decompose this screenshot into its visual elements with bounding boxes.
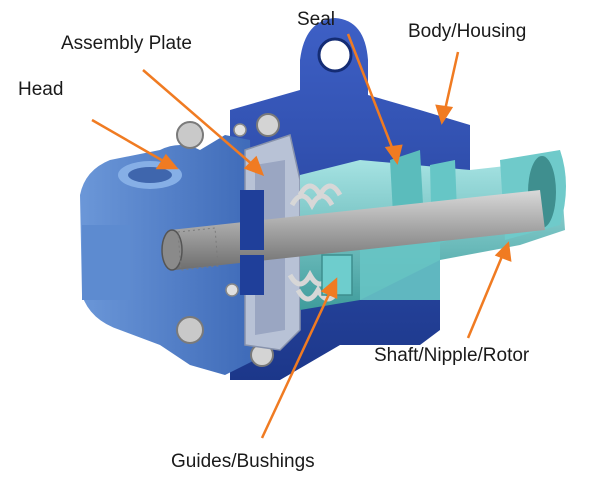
arrowhead-icon (435, 104, 454, 125)
callout-arrows (91, 33, 512, 439)
label-seal: Seal (297, 9, 336, 30)
guides-bushings-part (240, 190, 353, 296)
arrowhead-icon (320, 277, 338, 299)
label-shaft: Shaft/Nipple/Rotor (374, 345, 530, 366)
assembly-plate-arrow (142, 69, 255, 167)
bolt-icon (176, 316, 204, 344)
label-guides-bushings: Guides/Bushings (171, 451, 315, 472)
bolt-icon (256, 113, 280, 137)
arrowhead-icon (155, 153, 179, 170)
guides-arrow (260, 291, 332, 439)
body-housing-arrow (443, 51, 460, 111)
bolt-icon (176, 121, 204, 149)
head-arrow (91, 118, 166, 164)
label-head: Head (18, 79, 64, 100)
seal-arrow (346, 33, 395, 151)
label-body-housing: Body/Housing (408, 21, 527, 42)
arrowhead-icon (494, 241, 512, 262)
arrowhead-icon (384, 144, 403, 165)
arrowhead-icon (243, 155, 265, 177)
lifting-eye-hole (319, 39, 351, 71)
label-assembly-plate: Assembly Plate (61, 33, 192, 54)
shaft-arrow (466, 253, 505, 339)
